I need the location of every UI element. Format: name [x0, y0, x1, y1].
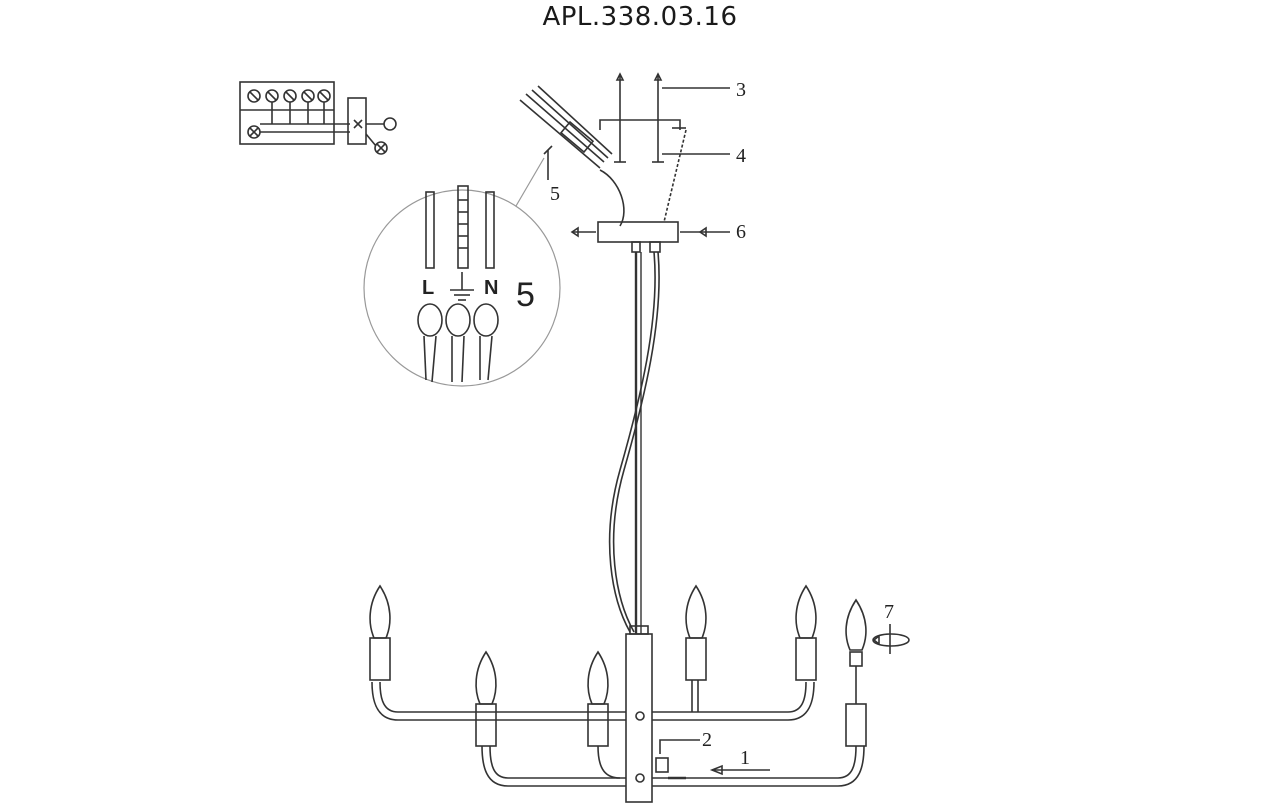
detail-number: 5: [516, 276, 535, 314]
terminal-block-icon: [239, 81, 397, 155]
callout-5: 5: [550, 183, 560, 205]
neutral-wire-label: N: [484, 277, 498, 299]
suspension-rod: [608, 251, 660, 634]
rotate-arrow-icon: [872, 633, 910, 647]
mounting-screws: [599, 72, 730, 223]
chandelier-body: [625, 625, 653, 803]
callout-2: 2: [702, 729, 712, 751]
wiring-detail: [363, 157, 561, 387]
callout-7: 7: [884, 601, 894, 623]
callout-4: 4: [736, 145, 746, 167]
candle-bulbs: [369, 584, 867, 705]
callout-leaders: [655, 624, 891, 780]
model-title: APL.338.03.16: [542, 2, 738, 32]
callout-6: 6: [736, 221, 746, 243]
live-wire-label: L: [422, 277, 434, 299]
supply-wires: [519, 85, 625, 227]
lamp-sockets: [369, 637, 867, 747]
canopy-plate: [570, 221, 730, 253]
callout-3: 3: [736, 79, 746, 101]
lower-arms: [481, 745, 865, 787]
earth-ground-icon: [450, 272, 474, 301]
callout-1: 1: [740, 747, 750, 769]
upper-arms: [371, 680, 815, 721]
